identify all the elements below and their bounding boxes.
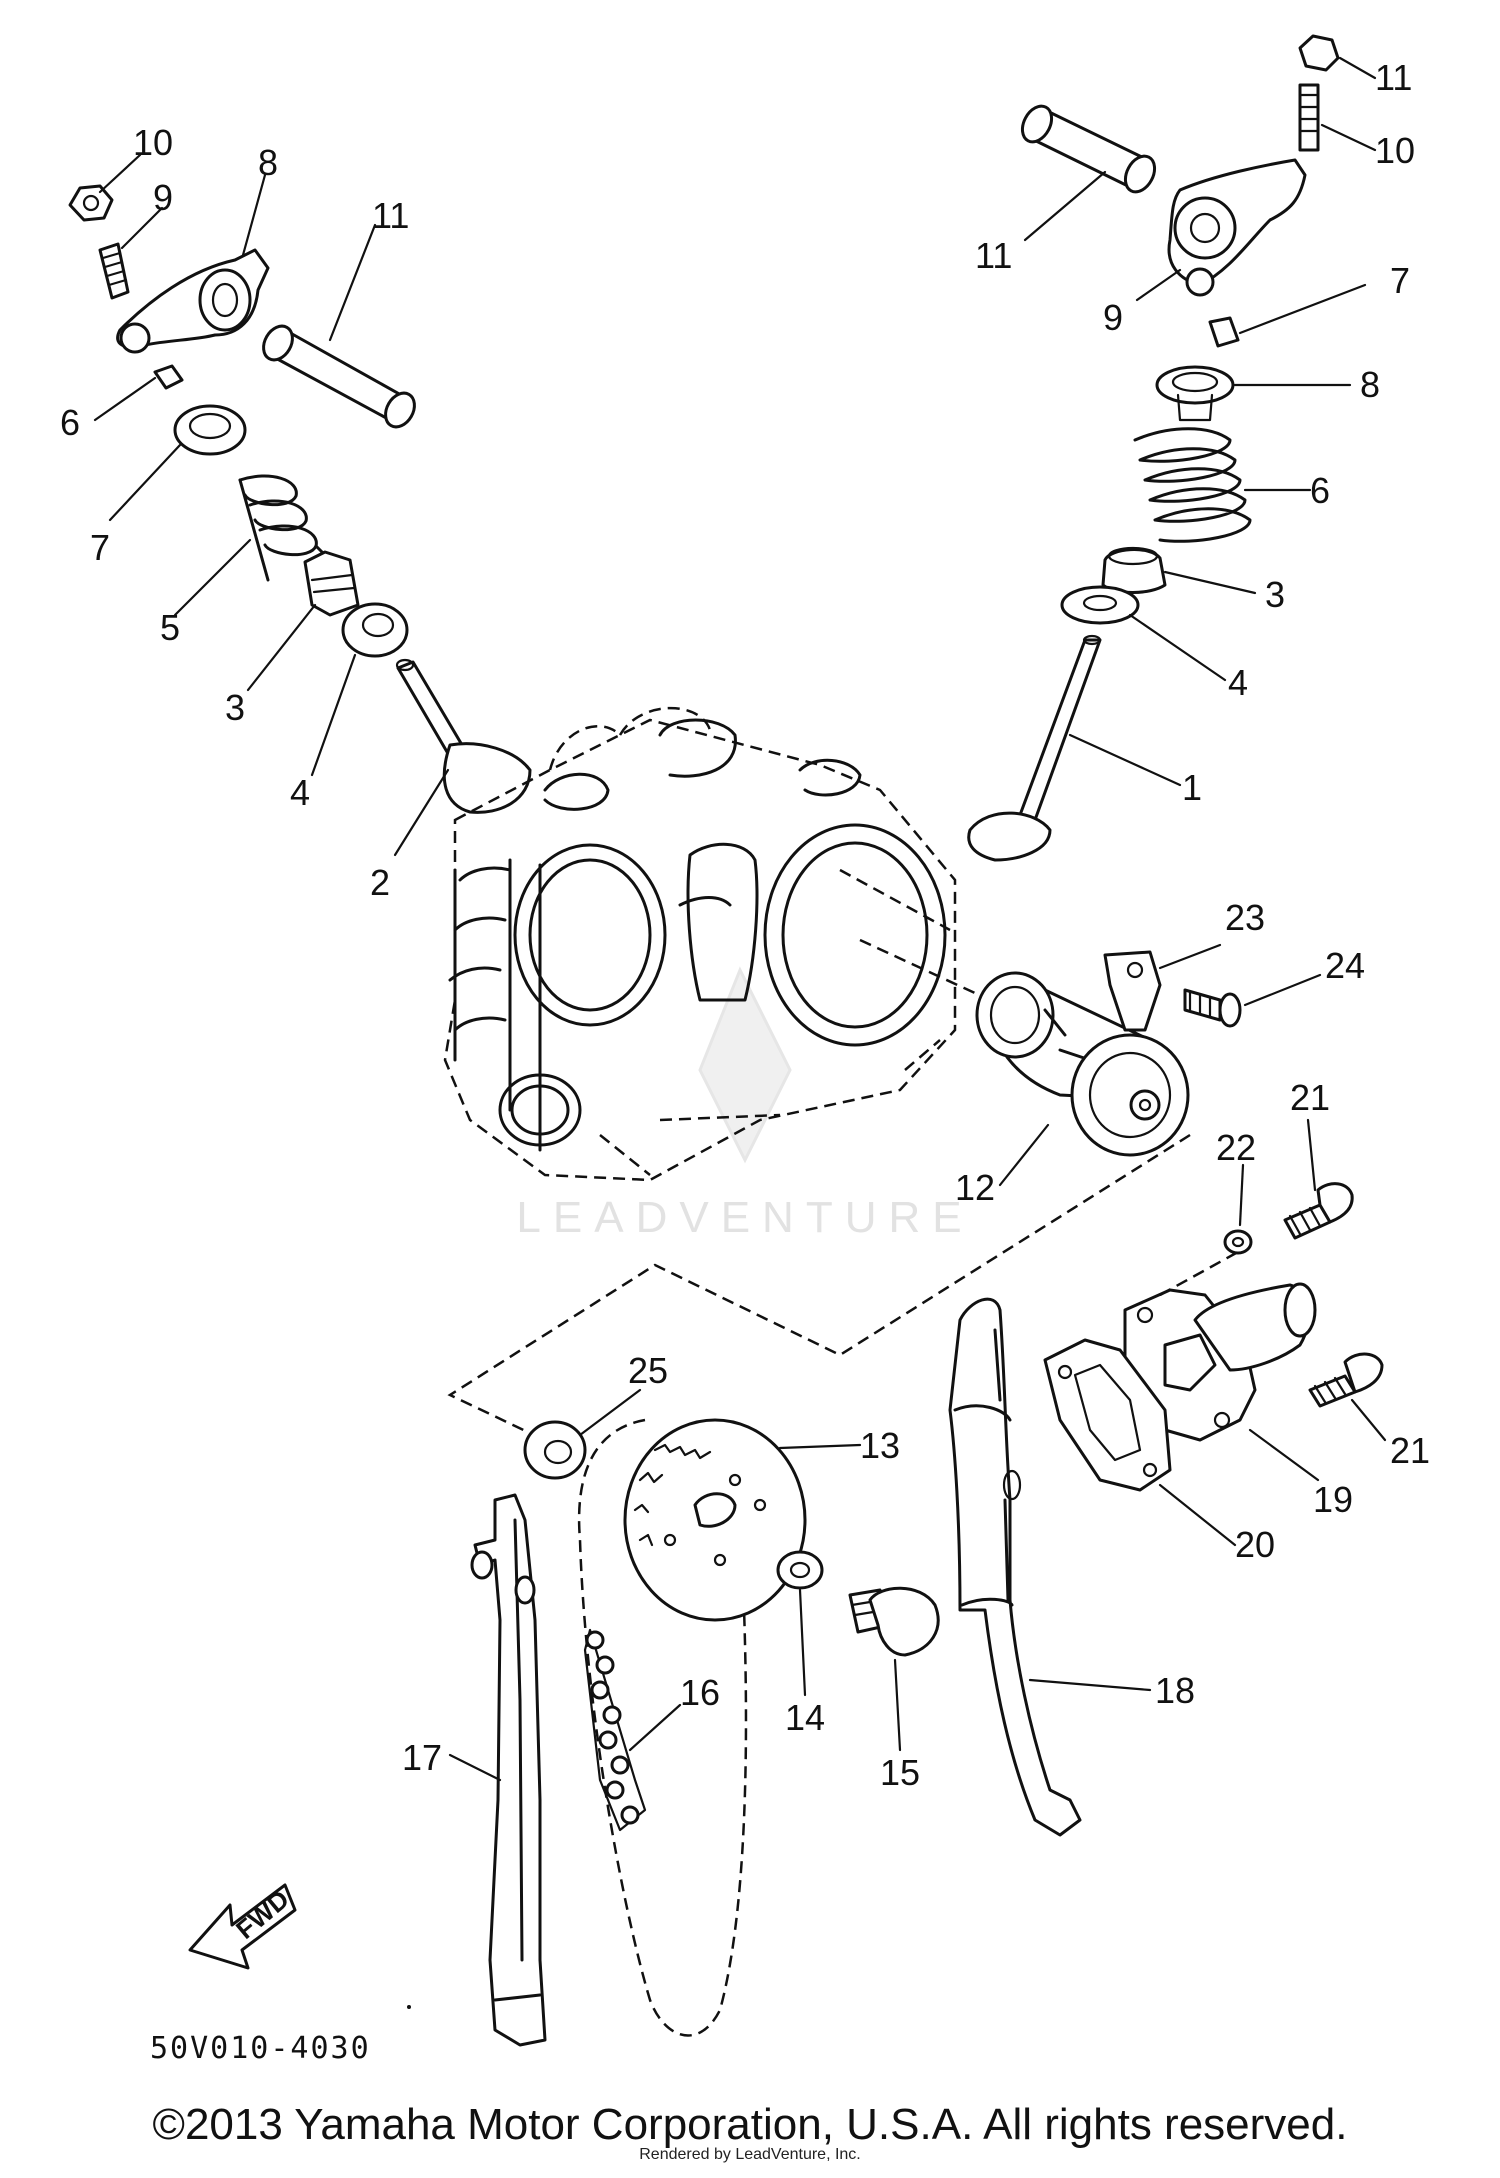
leadventure-watermark: LEADVENTURE bbox=[516, 966, 973, 1242]
valve-cotter-left bbox=[153, 364, 184, 390]
cam-chain bbox=[577, 1418, 748, 2037]
callout-5-right: 6 bbox=[1310, 470, 1330, 511]
adjuster-screw-left bbox=[98, 242, 130, 300]
callout-19: 19 bbox=[1313, 1479, 1353, 1520]
callout-3-right: 3 bbox=[1265, 574, 1285, 615]
callout-11-right: 11 bbox=[975, 235, 1012, 276]
callout-16: 16 bbox=[680, 1672, 720, 1713]
rocker-arm-right bbox=[1167, 158, 1307, 297]
right-valve-train bbox=[967, 34, 1377, 862]
diagram-part-number: 50V010-4030 bbox=[150, 2031, 371, 2066]
assembly-outline bbox=[447, 1133, 1191, 1447]
valve-stem-seal-left bbox=[303, 550, 360, 617]
callout-8-right: 9 bbox=[1103, 297, 1123, 338]
valve-cotter-right bbox=[1208, 316, 1240, 348]
callout-9-left: 9 bbox=[153, 177, 173, 218]
copyright-notice: ©2013 Yamaha Motor Corporation, U.S.A. A… bbox=[152, 2100, 1348, 2149]
chain-guide-exhaust bbox=[948, 1297, 1082, 1837]
callout-21-upper: 21 bbox=[1290, 1077, 1330, 1118]
callout-22: 22 bbox=[1216, 1127, 1256, 1168]
spring-retainer-left bbox=[173, 404, 247, 456]
callout-5-left: 5 bbox=[160, 607, 180, 648]
tensioner-bolt-lower bbox=[1308, 1352, 1384, 1408]
callout-2: 2 bbox=[370, 862, 390, 903]
exhaust-valve-left bbox=[395, 658, 532, 814]
callout-9-right: 10 bbox=[1375, 130, 1415, 171]
cam-sprocket bbox=[623, 1418, 807, 1622]
callout-7-right: 8 bbox=[1360, 364, 1380, 405]
callout-6-left: 6 bbox=[60, 402, 80, 443]
callout-15: 15 bbox=[880, 1752, 920, 1793]
rocker-shaft-right bbox=[1020, 104, 1157, 194]
forward-direction-arrow: FWD bbox=[188, 1883, 297, 1970]
camshaft-bearing bbox=[523, 1420, 587, 1480]
callout-1: 1 bbox=[1182, 767, 1202, 808]
valve-stem-seal-right bbox=[1101, 546, 1167, 594]
tensioner-washer bbox=[1223, 1229, 1253, 1255]
callout-4-right: 4 bbox=[1228, 662, 1248, 703]
adjuster-screw-right bbox=[1298, 83, 1320, 152]
tensioner-gasket bbox=[1043, 1338, 1172, 1492]
callout-10-left: 10 bbox=[133, 122, 173, 163]
callout-10-right: 11 bbox=[1375, 57, 1412, 98]
callout-labels: 10 9 8 11 6 7 5 3 4 2 11 10 11 9 7 8 6 3… bbox=[60, 57, 1430, 1793]
callout-21-lower: 21 bbox=[1390, 1430, 1430, 1471]
intake-valve-right bbox=[967, 634, 1102, 862]
chain-links bbox=[585, 1630, 640, 1825]
rendered-by-credit: Rendered by LeadVenture, Inc. bbox=[639, 2146, 861, 2163]
callout-6-right: 7 bbox=[1390, 260, 1410, 301]
bracket bbox=[1103, 950, 1162, 1032]
cam-chain-tensioner bbox=[1123, 1282, 1317, 1442]
rocker-shaft-left bbox=[262, 324, 416, 429]
callout-4-left: 4 bbox=[290, 772, 310, 813]
callout-14: 14 bbox=[785, 1697, 825, 1738]
callout-20: 20 bbox=[1235, 1524, 1275, 1565]
callout-12: 12 bbox=[955, 1167, 995, 1208]
sprocket-washer bbox=[776, 1550, 824, 1590]
spring-seat-left bbox=[341, 602, 409, 658]
callout-25: 25 bbox=[628, 1350, 668, 1391]
callout-13: 13 bbox=[860, 1425, 900, 1466]
camshaft bbox=[975, 971, 1190, 1157]
spring-retainer-right bbox=[1155, 365, 1235, 422]
chain-guide-intake bbox=[470, 1493, 547, 2047]
callout-18: 18 bbox=[1155, 1670, 1195, 1711]
cylinder-head bbox=[443, 706, 991, 1182]
callout-23: 23 bbox=[1225, 897, 1265, 938]
spring-seat-right bbox=[1060, 585, 1140, 625]
locknut-left bbox=[68, 184, 114, 222]
locknut-right bbox=[1298, 34, 1340, 72]
sprocket-bolt bbox=[848, 1586, 940, 1657]
valve-spring-right bbox=[1133, 427, 1252, 543]
callout-8-left: 8 bbox=[258, 142, 278, 183]
callout-11-left: 11 bbox=[372, 195, 409, 236]
watermark-text: LEADVENTURE bbox=[516, 1193, 973, 1242]
callout-17: 17 bbox=[402, 1737, 442, 1778]
callout-24: 24 bbox=[1325, 945, 1365, 986]
callout-7-left: 7 bbox=[90, 527, 110, 568]
left-valve-train bbox=[68, 153, 532, 857]
callout-3-left: 3 bbox=[225, 687, 245, 728]
bracket-bolt bbox=[1183, 988, 1242, 1028]
tensioner-bolt-upper bbox=[1283, 1182, 1354, 1240]
rocker-arm-left bbox=[116, 248, 270, 354]
